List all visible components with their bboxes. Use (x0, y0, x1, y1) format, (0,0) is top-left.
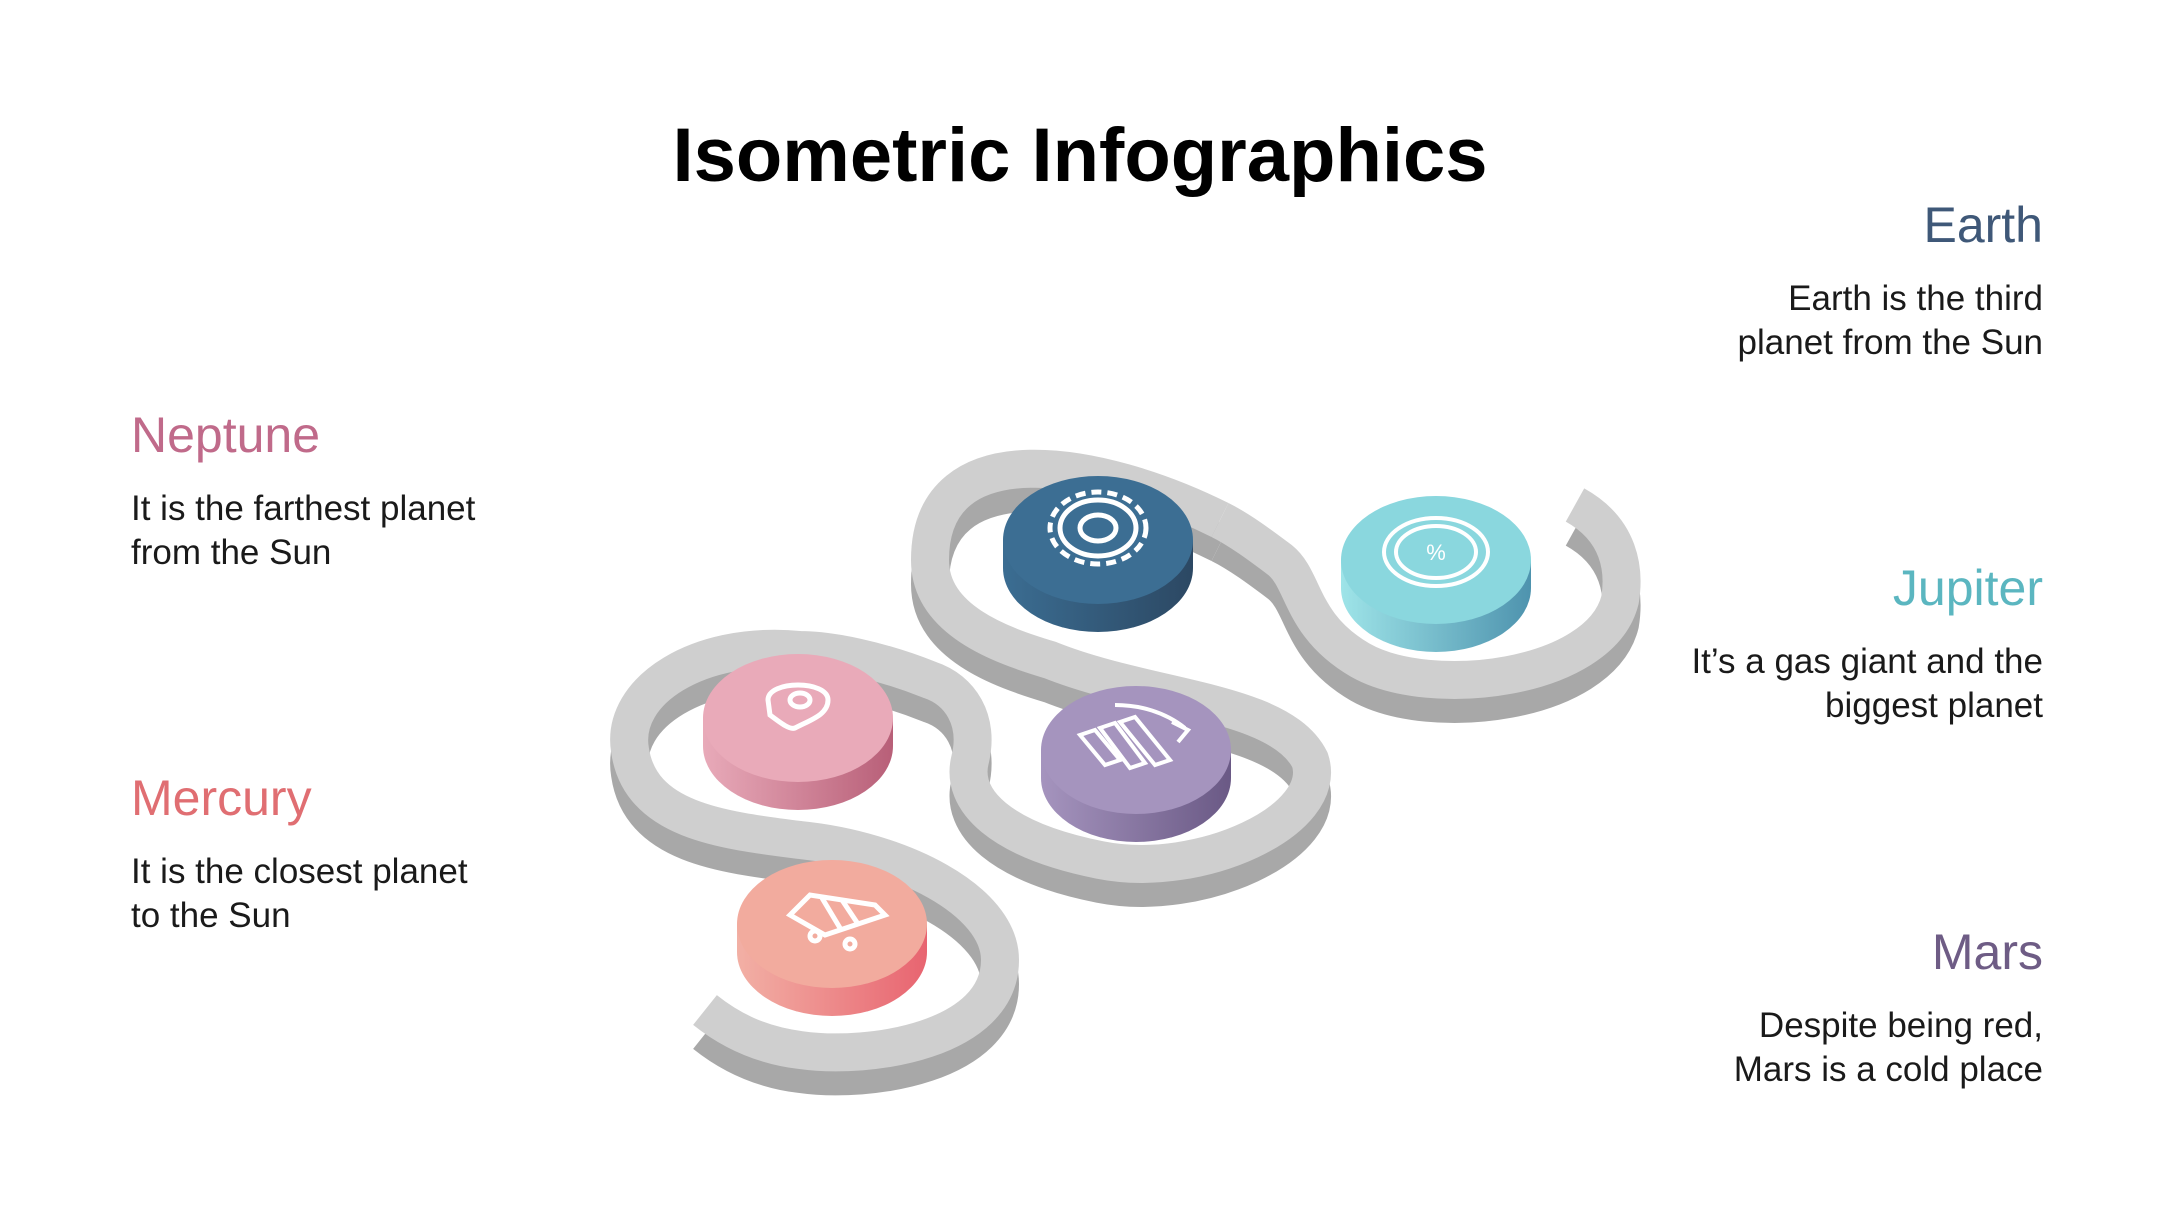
growth-chart-icon (1076, 703, 1192, 771)
shopping-cart-icon (785, 892, 890, 952)
jupiter-description: It’s a gas giant and the biggest planet (1691, 642, 2043, 725)
jupiter-block: Jupiter It’s a gas giant and the biggest… (1523, 558, 2043, 728)
jupiter-disk: % (1341, 496, 1531, 652)
ribbon-top (610, 449, 1641, 1072)
location-pin-icon (765, 682, 831, 731)
neptune-description: It is the farthest planet from the Sun (131, 489, 476, 572)
earth-heading: Earth (1923, 197, 2043, 253)
earth-disk (1003, 476, 1193, 632)
page-title: Isometric Infographics (672, 113, 1488, 198)
mercury-heading: Mercury (131, 770, 312, 826)
neptune-disk (703, 654, 893, 810)
earth-description: Earth is the third planet from the Sun (1737, 279, 2043, 362)
jupiter-heading: Jupiter (1892, 560, 2043, 616)
svg-text:%: % (1426, 540, 1446, 565)
gear-icon (1047, 489, 1149, 567)
mars-disk (1041, 686, 1231, 842)
mars-heading: Mars (1931, 924, 2043, 980)
mars-block: Mars Despite being red, Mars is a cold p… (1523, 922, 2043, 1092)
mercury-block: Mercury It is the closest planet to the … (131, 768, 651, 938)
neptune-heading: Neptune (131, 407, 321, 463)
percent-badge-icon: % (1382, 516, 1490, 588)
neptune-block: Neptune It is the farthest planet from t… (131, 405, 651, 575)
mercury-disk (737, 860, 927, 1016)
mars-description: Despite being red, Mars is a cold place (1733, 1006, 2043, 1089)
earth-block: Earth Earth is the third planet from the… (1523, 195, 2043, 365)
mercury-description: It is the closest planet to the Sun (131, 852, 468, 935)
